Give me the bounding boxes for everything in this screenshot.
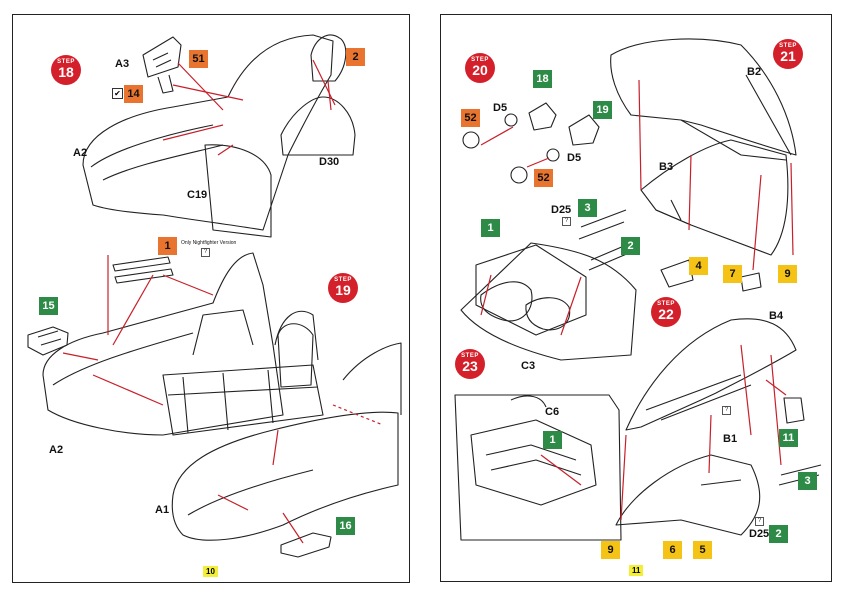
nightfighter-part: [112, 256, 171, 272]
part-tag-4: 4: [689, 257, 708, 275]
part-label-a2-top: A2: [73, 147, 88, 159]
cockpit-frame: [162, 364, 324, 436]
question-icon: ?: [201, 248, 210, 257]
part-label-a1: A1: [155, 504, 170, 516]
wing-b2: [610, 38, 797, 156]
part-15: [27, 326, 69, 356]
fuselage-half-a2-bottom: [42, 252, 284, 436]
wing-b3: [640, 139, 789, 256]
seat-back-block: [475, 244, 587, 336]
assembly-arrows-right: [480, 79, 794, 521]
pilot-seat: [277, 323, 314, 388]
part-tag-2-top: 2: [621, 237, 640, 255]
question-icon: ?: [562, 217, 571, 226]
wing-b4: [625, 318, 797, 431]
part-tag-9-top: 9: [778, 265, 797, 283]
part-tag-3-bottom: 3: [798, 472, 817, 490]
step-badge-21: STEP 21: [773, 39, 803, 69]
part-label-d5-top: D5: [493, 102, 508, 114]
part-a3: [142, 36, 182, 78]
part-label-b3: B3: [659, 161, 674, 173]
part-tag-14: 14: [124, 85, 143, 103]
part-label-b1: B1: [723, 433, 738, 445]
part-b4-box: [783, 397, 805, 424]
part-label-c6: C6: [545, 406, 560, 418]
instruction-page-right: STEP 20 STEP 21 STEP 22 STEP 23 B2 D5 D5…: [440, 14, 832, 582]
part-tag-7: 7: [723, 265, 742, 283]
step-word: STEP: [657, 301, 675, 307]
step-badge-18: STEP 18: [51, 55, 81, 85]
part-tag-51: 51: [189, 50, 208, 68]
part-16: [280, 532, 332, 558]
page-number-left: 10: [203, 566, 218, 577]
part-tag-11: 11: [779, 429, 798, 447]
part-tag-9-bottom: 9: [601, 541, 620, 559]
part-tag-2: 2: [346, 48, 365, 66]
check-icon: ✔: [112, 88, 123, 99]
assembly-drawing-right: [454, 38, 822, 541]
part-tag-2-bottom: 2: [769, 525, 788, 543]
question-icon: ?: [722, 406, 731, 415]
part-label-d5-bottom: D5: [567, 152, 582, 164]
panel-d30: [280, 96, 356, 156]
step-badge-19: STEP 19: [328, 273, 358, 303]
rudder-pedal-19: [568, 114, 600, 146]
rudder-pedal-18: [528, 102, 557, 131]
part-label-c19: C19: [187, 189, 208, 201]
step-word: STEP: [334, 277, 352, 283]
part-label-a2-bottom: A2: [49, 444, 64, 456]
step-number: 22: [658, 306, 674, 322]
part-tag-19: 19: [593, 101, 612, 119]
part-label-a3: A3: [115, 58, 130, 70]
inset-frame-step23: [454, 394, 622, 541]
page-number-right: 11: [629, 565, 644, 576]
cockpit-floor-c3: [460, 242, 637, 361]
step-word: STEP: [57, 59, 75, 65]
part-label-d25-bottom: D25: [749, 528, 770, 540]
panel-d30-top: [310, 34, 347, 82]
step-word: STEP: [461, 353, 479, 359]
step-number: 21: [780, 48, 796, 64]
step-number: 23: [462, 358, 478, 374]
nightfighter-note: Only Nightfighter Version: [181, 240, 237, 246]
part-label-b2: B2: [747, 66, 762, 78]
part-tag-1-inset: 1: [543, 431, 562, 449]
step-number: 19: [335, 282, 351, 298]
part-label-c3: C3: [521, 360, 536, 372]
part-tag-1: 1: [158, 237, 177, 255]
instruction-page-left: STEP 18 STEP 19 A3 A2 C19 D30 A2 A1 51 1…: [12, 14, 410, 583]
fuselage-a1: [171, 411, 399, 541]
part-tag-52-bottom: 52: [534, 169, 553, 187]
part-label-d30: D30: [319, 156, 340, 168]
part-tag-15: 15: [39, 297, 58, 315]
part-label-d25-top: D25: [551, 204, 572, 216]
part-label-b4: B4: [769, 310, 784, 322]
step-number: 18: [58, 64, 74, 80]
part-tag-16: 16: [336, 517, 355, 535]
fuselage-half-a2-top: [82, 34, 334, 231]
assembly-arrows-left: [62, 59, 384, 544]
step-number: 20: [472, 62, 488, 78]
part-tag-3-top: 3: [578, 199, 597, 217]
part-tag-52-top: 52: [461, 109, 480, 127]
step-word: STEP: [779, 43, 797, 49]
part-tag-6: 6: [663, 541, 682, 559]
question-icon: ?: [755, 517, 764, 526]
part-tag-5: 5: [693, 541, 712, 559]
wing-b1: [615, 454, 761, 536]
panel-c19: [204, 144, 272, 238]
part-tag-1-top: 1: [481, 219, 500, 237]
step-badge-20: STEP 20: [465, 53, 495, 83]
cockpit-console: [470, 419, 597, 506]
step-badge-22: STEP 22: [651, 297, 681, 327]
assembly-drawing-left: [27, 34, 402, 558]
step-badge-23: STEP 23: [455, 349, 485, 379]
step-word: STEP: [471, 57, 489, 63]
part-tag-18: 18: [533, 70, 552, 88]
